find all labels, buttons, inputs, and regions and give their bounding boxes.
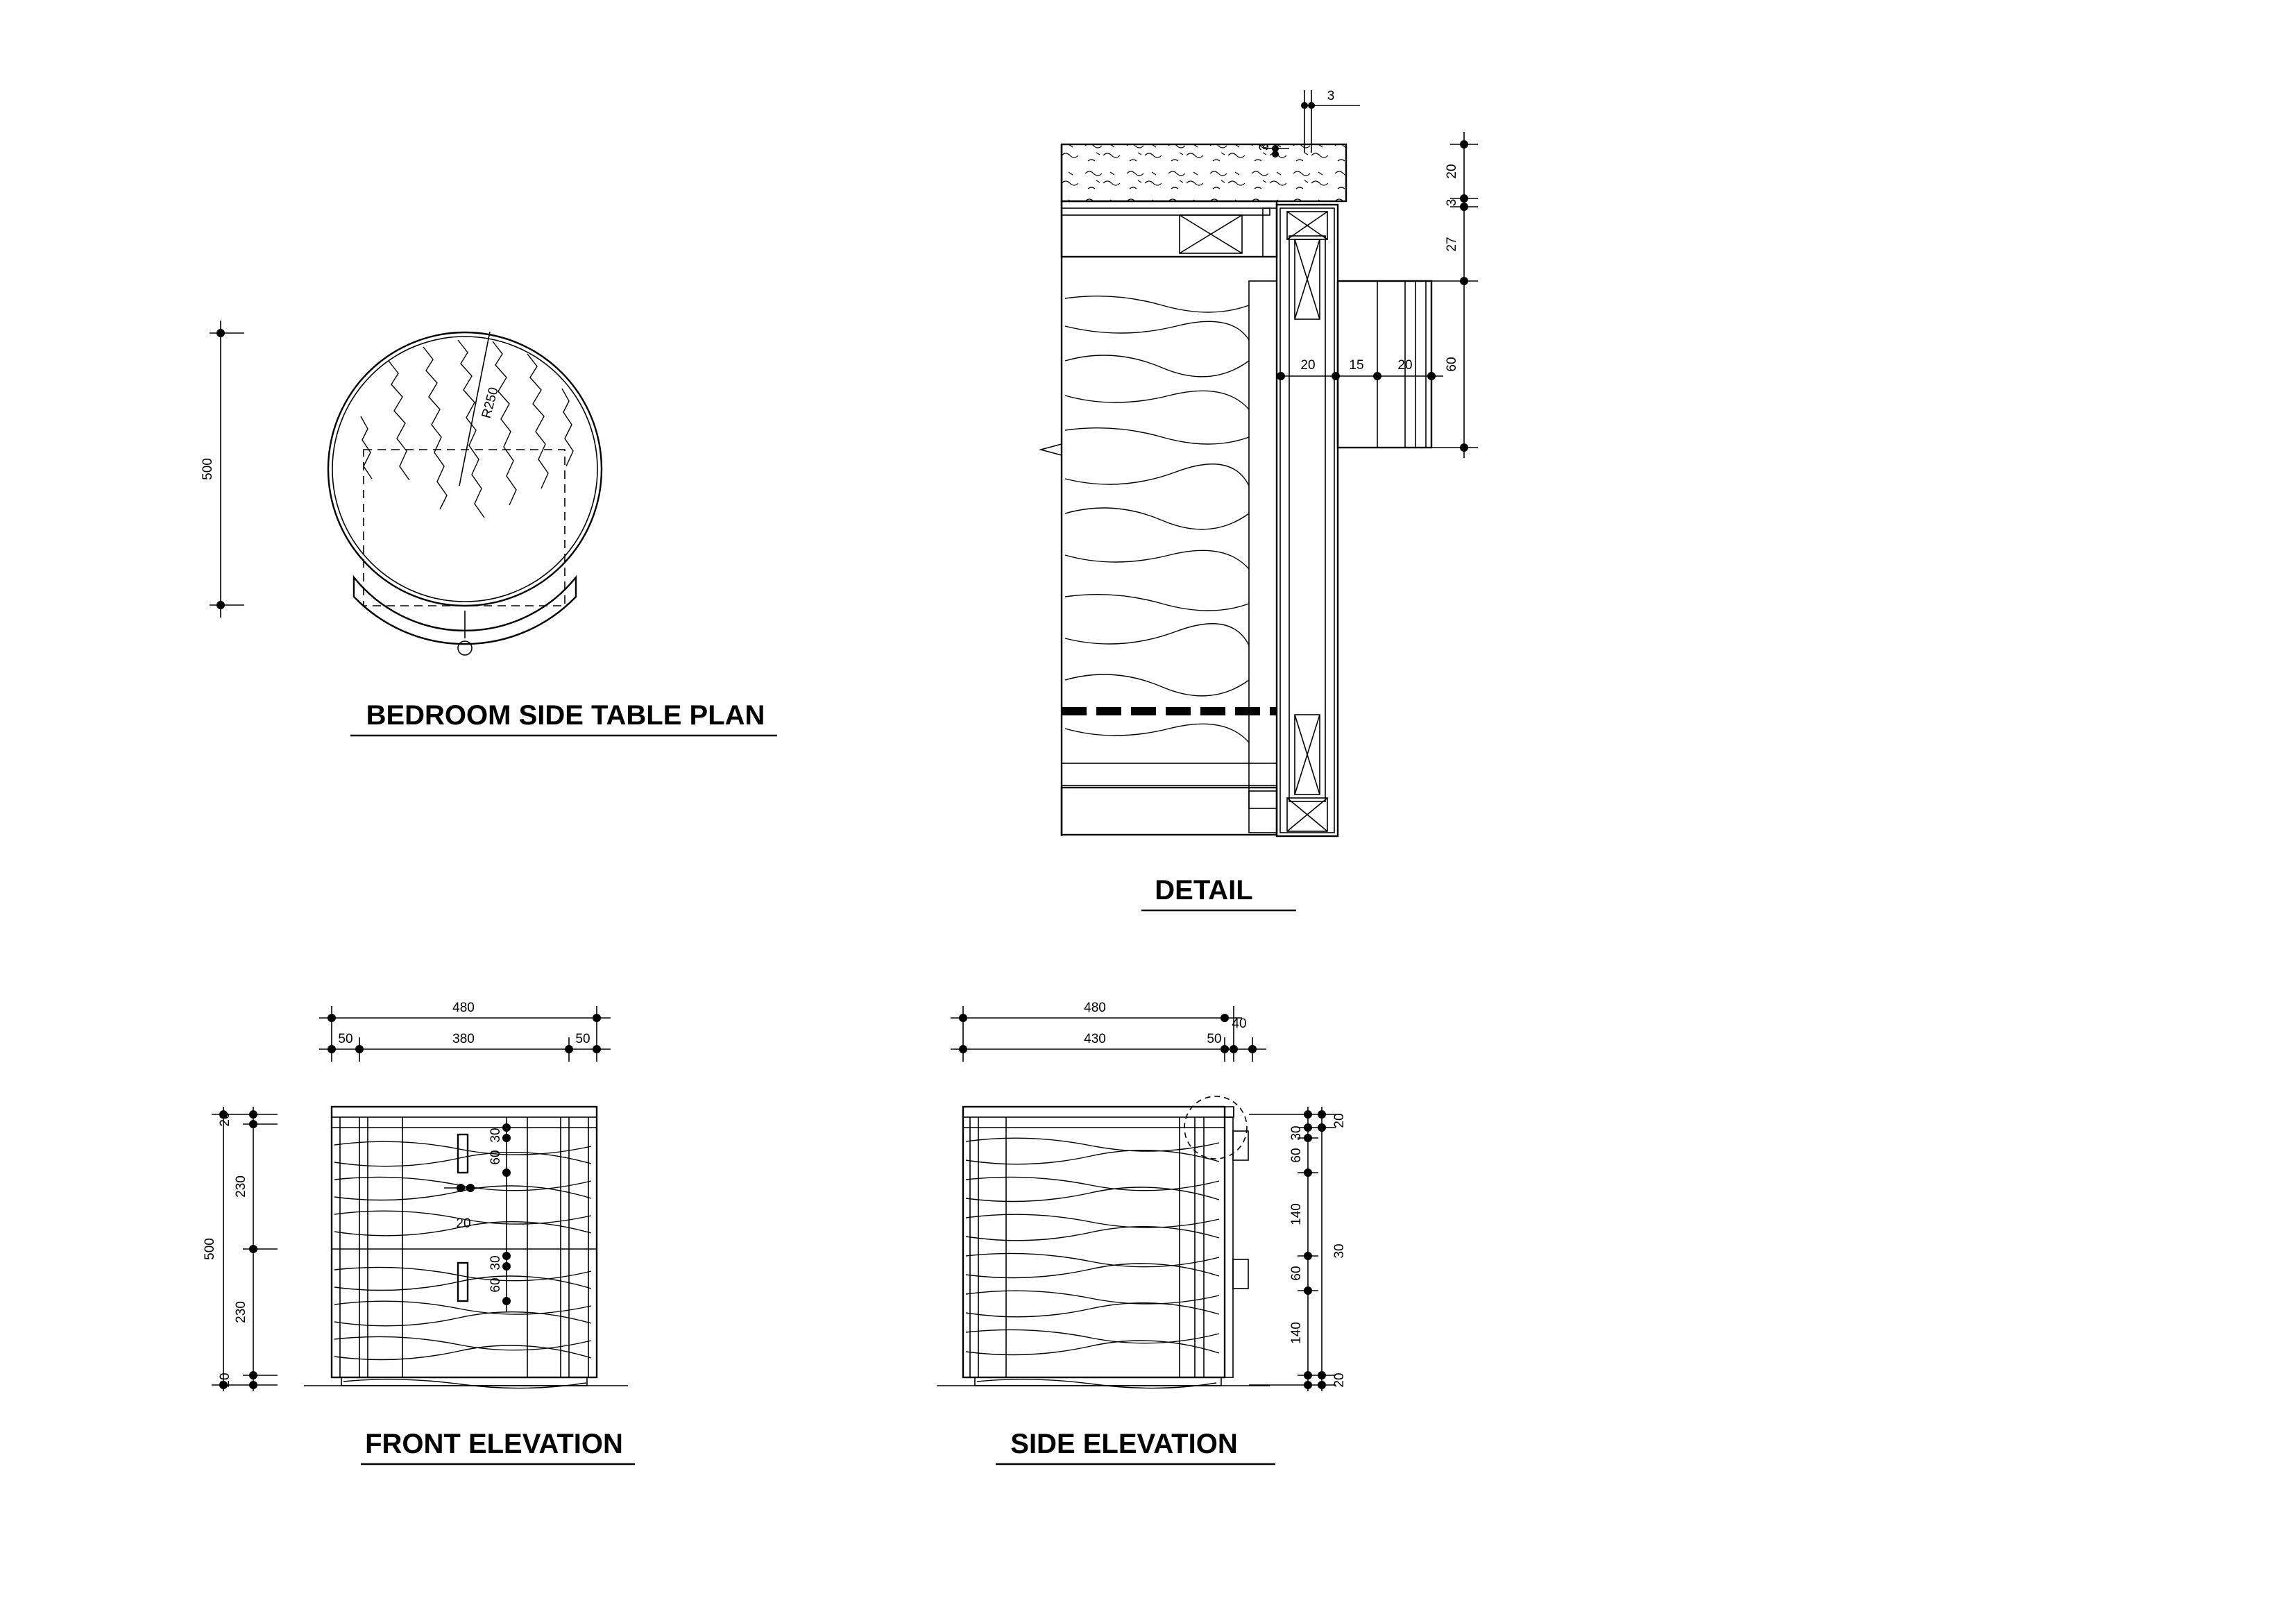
front-title: FRONT ELEVATION <box>365 1429 623 1459</box>
front-handle-gap-20: 20 <box>456 1216 470 1231</box>
detail-right-3: 3 <box>1445 199 1459 207</box>
plan-title: BEDROOM SIDE TABLE PLAN <box>366 700 765 731</box>
detail-horizontal-15: 15 <box>1349 358 1363 373</box>
front-handle-30-top: 30 <box>488 1128 503 1142</box>
detail-horizontal-20b: 20 <box>1397 358 1412 373</box>
front-left-20-top: 20 <box>218 1112 232 1126</box>
detail-drawer-front <box>1275 203 1339 838</box>
front-handle-dimensions: 30 60 20 30 60 <box>444 1117 511 1311</box>
side-segment-50: 50 <box>1207 1032 1221 1046</box>
front-left-230-top: 230 <box>234 1175 248 1198</box>
front-handle-30-bottom: 30 <box>488 1255 503 1270</box>
detail-top-dimension: 3 3 <box>1257 89 1360 158</box>
side-detail-callout <box>1184 1096 1248 1159</box>
front-top-dimensions: 480 50 380 50 <box>319 1001 611 1062</box>
front-left-230-bottom: 230 <box>234 1301 248 1323</box>
side-right-dimensions: 30 60 140 60 140 20 30 20 <box>1249 1107 1347 1391</box>
front-elevation: 480 50 380 50 500 20 230 230 20 <box>203 1001 635 1465</box>
side-cabinet <box>937 1096 1270 1386</box>
side-overall-width: 480 <box>1084 1001 1106 1015</box>
side-inner-60-bottom: 60 <box>1289 1266 1304 1280</box>
front-left-20-bottom: 20 <box>218 1373 232 1387</box>
detail-carcass <box>1038 144 1278 836</box>
detail-gap-top-label: 3 <box>1327 89 1335 103</box>
side-elevation: 480 430 50 40 <box>937 1001 1347 1465</box>
detail-gap-top2-label: 3 <box>1257 144 1272 151</box>
front-left-dimensions: 500 20 230 230 20 <box>203 1107 278 1391</box>
plan-height-dimension: 500 <box>201 321 244 618</box>
front-total-height: 500 <box>203 1238 217 1260</box>
detail-horizontal-dimensions: 20 15 20 <box>1277 358 1443 380</box>
side-inner-30: 30 <box>1289 1125 1304 1140</box>
side-wood-grain <box>965 1137 1220 1389</box>
front-handle-60-top: 60 <box>488 1150 503 1164</box>
front-wood-grain <box>334 1141 592 1389</box>
front-handle-60-bottom: 60 <box>488 1277 503 1292</box>
detail-wood-grain <box>1064 295 1250 743</box>
detail-handle <box>1336 280 1433 449</box>
detail-right-27: 27 <box>1445 237 1459 251</box>
front-segment-380: 380 <box>452 1032 475 1046</box>
detail-title: DETAIL <box>1155 875 1252 906</box>
side-segment-430: 430 <box>1084 1032 1106 1046</box>
front-segment-50b: 50 <box>575 1032 590 1046</box>
front-overall-width: 480 <box>452 1001 475 1015</box>
plan-drawer-front <box>352 575 577 656</box>
side-inner-140-bottom: 140 <box>1289 1322 1304 1344</box>
side-title: SIDE ELEVATION <box>1010 1429 1237 1459</box>
side-overhang-40: 40 <box>1232 1017 1246 1031</box>
side-outer-20-top: 20 <box>1332 1113 1347 1128</box>
side-outer-30: 30 <box>1332 1243 1347 1258</box>
plan-view: 500 R250 BEDROOM SIDE TABLE PLAN <box>201 321 777 737</box>
plan-radius-label: R250 <box>479 386 502 420</box>
detail-right-20: 20 <box>1445 164 1459 178</box>
side-top-dimensions: 480 430 50 40 <box>951 1001 1266 1062</box>
side-inner-140-top: 140 <box>1289 1203 1304 1225</box>
plan-tabletop-circle: R250 <box>327 331 603 607</box>
side-inner-60-top: 60 <box>1289 1148 1304 1162</box>
side-outer-20-bottom: 20 <box>1332 1373 1347 1387</box>
front-segment-50a: 50 <box>338 1032 352 1046</box>
detail-view: 3 3 20 3 27 60 <box>1038 89 1478 912</box>
detail-right-60: 60 <box>1445 357 1459 371</box>
detail-horizontal-20a: 20 <box>1300 358 1315 373</box>
front-handles <box>457 1133 469 1302</box>
detail-right-dimensions: 20 3 27 60 <box>1431 132 1478 458</box>
plan-height-label: 500 <box>201 458 215 480</box>
front-cabinet <box>304 1105 628 1386</box>
